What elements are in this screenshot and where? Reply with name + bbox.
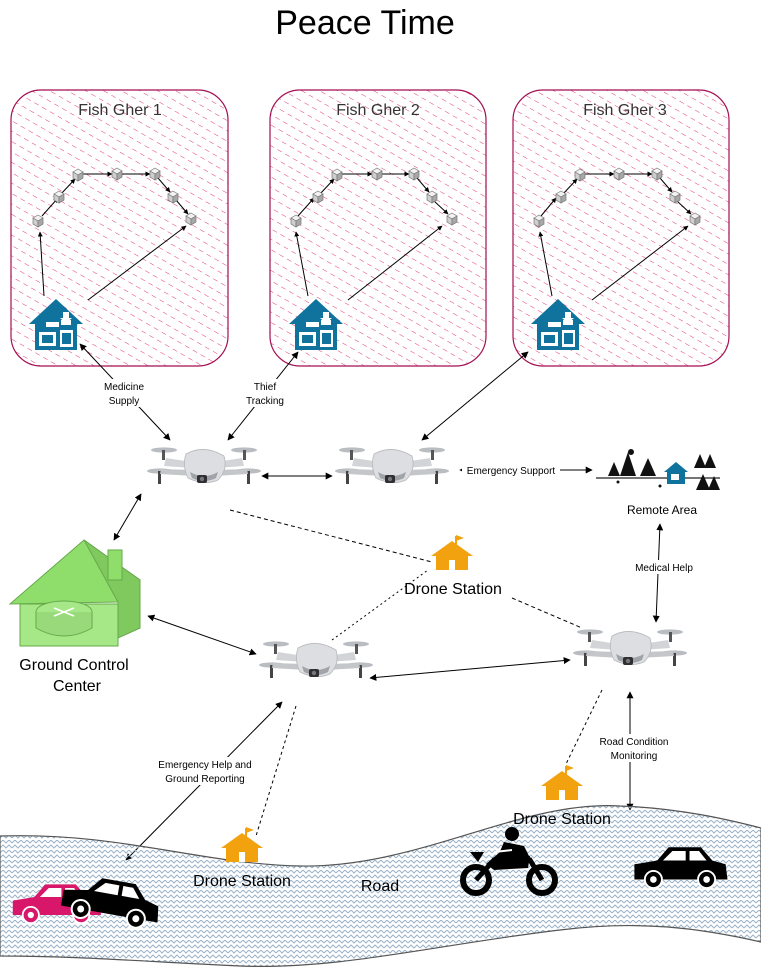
edge-label-road-condition: Road Condition Monitoring xyxy=(592,734,676,762)
ground-control-label: Center xyxy=(53,678,102,695)
road-label: Road xyxy=(361,878,399,895)
drone-station-icon xyxy=(540,764,584,801)
edge-gher3-drone xyxy=(421,351,529,441)
edge-gcc-drone xyxy=(113,493,142,541)
remote-area-icon xyxy=(596,449,720,490)
fish-gher-label: Fish Gher 2 xyxy=(336,102,420,119)
sensor-cube-icon xyxy=(408,167,420,181)
edge-label-medical-help: Medical Help xyxy=(631,560,697,574)
sensor-cube-icon xyxy=(669,190,681,204)
drone-station-icon xyxy=(430,534,474,571)
sensor-cube-icon xyxy=(371,167,383,181)
sensor-cube-icon xyxy=(446,212,458,226)
sensor-cube-icon xyxy=(53,190,65,204)
svg-text:Emergency Help and: Emergency Help and xyxy=(158,760,251,771)
svg-text:Tracking: Tracking xyxy=(246,396,284,407)
sensor-cube-icon xyxy=(533,214,545,228)
edge-label-thief-tracking: Thief Tracking xyxy=(240,379,290,407)
ground-control-house-icon xyxy=(8,539,141,647)
svg-text:Emergency Support: Emergency Support xyxy=(467,466,556,477)
sensor-cube-icon xyxy=(32,214,44,228)
drone-icon xyxy=(572,628,688,667)
sensor-cube-icon xyxy=(149,167,161,181)
fish-gher-2: Fish Gher 2 xyxy=(269,89,487,367)
sensor-network-2 xyxy=(294,171,449,301)
drone-icon xyxy=(258,640,374,679)
sensor-cube-icon xyxy=(426,190,438,204)
sensor-cube-icon xyxy=(290,214,302,228)
fish-gher-label: Fish Gher 1 xyxy=(78,102,162,119)
ground-control-label: Ground Control xyxy=(19,657,128,674)
svg-text:Thief: Thief xyxy=(254,382,276,393)
svg-text:Ground Reporting: Ground Reporting xyxy=(165,774,245,785)
edge-label-emergency-support: Emergency Support xyxy=(462,463,560,477)
drone-station-label: Drone Station xyxy=(404,581,502,598)
sensor-cube-icon xyxy=(72,168,84,182)
drone-station-label: Drone Station xyxy=(193,873,291,890)
sensor-cube-icon xyxy=(555,190,567,204)
svg-text:Medicine: Medicine xyxy=(104,382,144,393)
page-title: Peace Time xyxy=(275,4,455,42)
sensor-network-3 xyxy=(538,171,692,301)
edge-label-medicine-supply: Medicine Supply xyxy=(96,379,152,407)
drone-icon xyxy=(334,446,450,485)
sensor-cube-icon xyxy=(331,168,343,182)
sensor-cube-icon xyxy=(312,190,324,204)
sensor-cube-icon xyxy=(651,167,663,181)
edge-gcc-drone-mid xyxy=(147,614,257,656)
remote-area-label: Remote Area xyxy=(627,503,697,517)
edge-drone-drone-mid xyxy=(369,657,571,681)
svg-text:Supply: Supply xyxy=(109,396,140,407)
svg-text:Medical Help: Medical Help xyxy=(635,563,693,574)
drone-icon xyxy=(146,446,262,485)
motorcycle-icon xyxy=(460,827,558,896)
fish-gher-1: Fish Gher 1 xyxy=(10,89,229,367)
sensor-cube-icon xyxy=(574,168,586,182)
fish-gher-label: Fish Gher 3 xyxy=(583,102,667,119)
drone-station-label: Drone Station xyxy=(513,811,611,828)
fish-gher-3: Fish Gher 3 xyxy=(512,89,730,367)
sensor-cube-icon xyxy=(613,167,625,181)
sensor-cube-icon xyxy=(111,167,123,181)
sensor-cube-icon xyxy=(167,190,179,204)
edge-label-emergency-help: Emergency Help and Ground Reporting xyxy=(150,757,260,785)
dashed-links xyxy=(229,509,603,837)
sensor-cube-icon xyxy=(185,212,197,226)
svg-text:Monitoring: Monitoring xyxy=(611,751,658,762)
svg-text:Road Condition: Road Condition xyxy=(600,737,669,748)
sensor-cube-icon xyxy=(689,212,701,226)
